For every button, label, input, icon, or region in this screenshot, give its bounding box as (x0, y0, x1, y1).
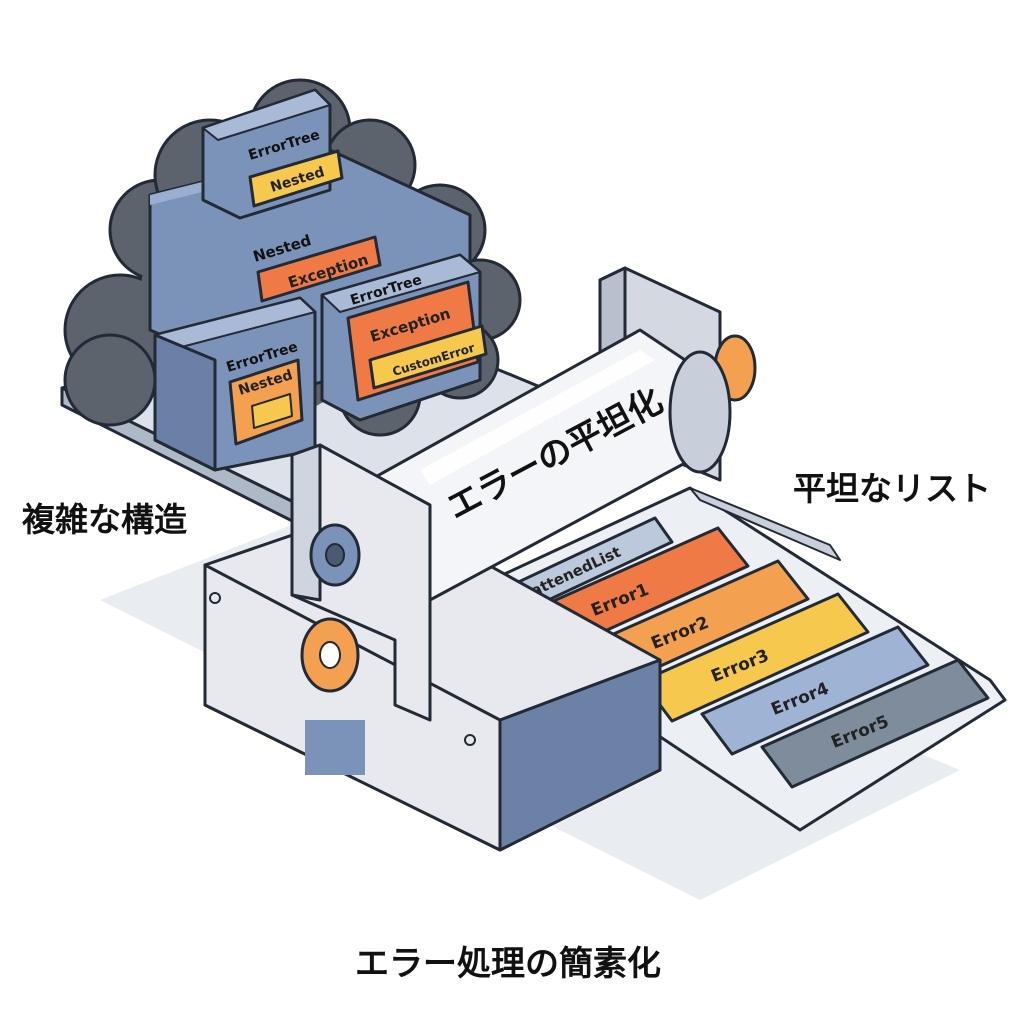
gear-blue (309, 523, 361, 587)
tree-block-left: ErrorTree Nested (153, 296, 317, 472)
caption-simplification: エラー処理の簡素化 (355, 944, 661, 984)
block-left-chip: Nested (228, 358, 304, 446)
flattened-list-item: Error4 (700, 625, 930, 756)
caption-complex-structure: 複雑な構造 (22, 500, 187, 539)
flattened-list-item: Error3 (640, 592, 870, 723)
flattened-list-item: Error5 (760, 658, 990, 789)
gear-orange (300, 617, 360, 693)
tree-block-right: ErrorTree Exception CustomError (320, 253, 488, 422)
block-right-chip-exception: Exception (346, 280, 480, 402)
caption-flat-list: 平坦なリスト (793, 469, 991, 508)
tree-block-top: ErrorTree Nested (201, 88, 344, 220)
machine-access-panel (305, 720, 365, 775)
machine-front-frame (290, 443, 432, 722)
